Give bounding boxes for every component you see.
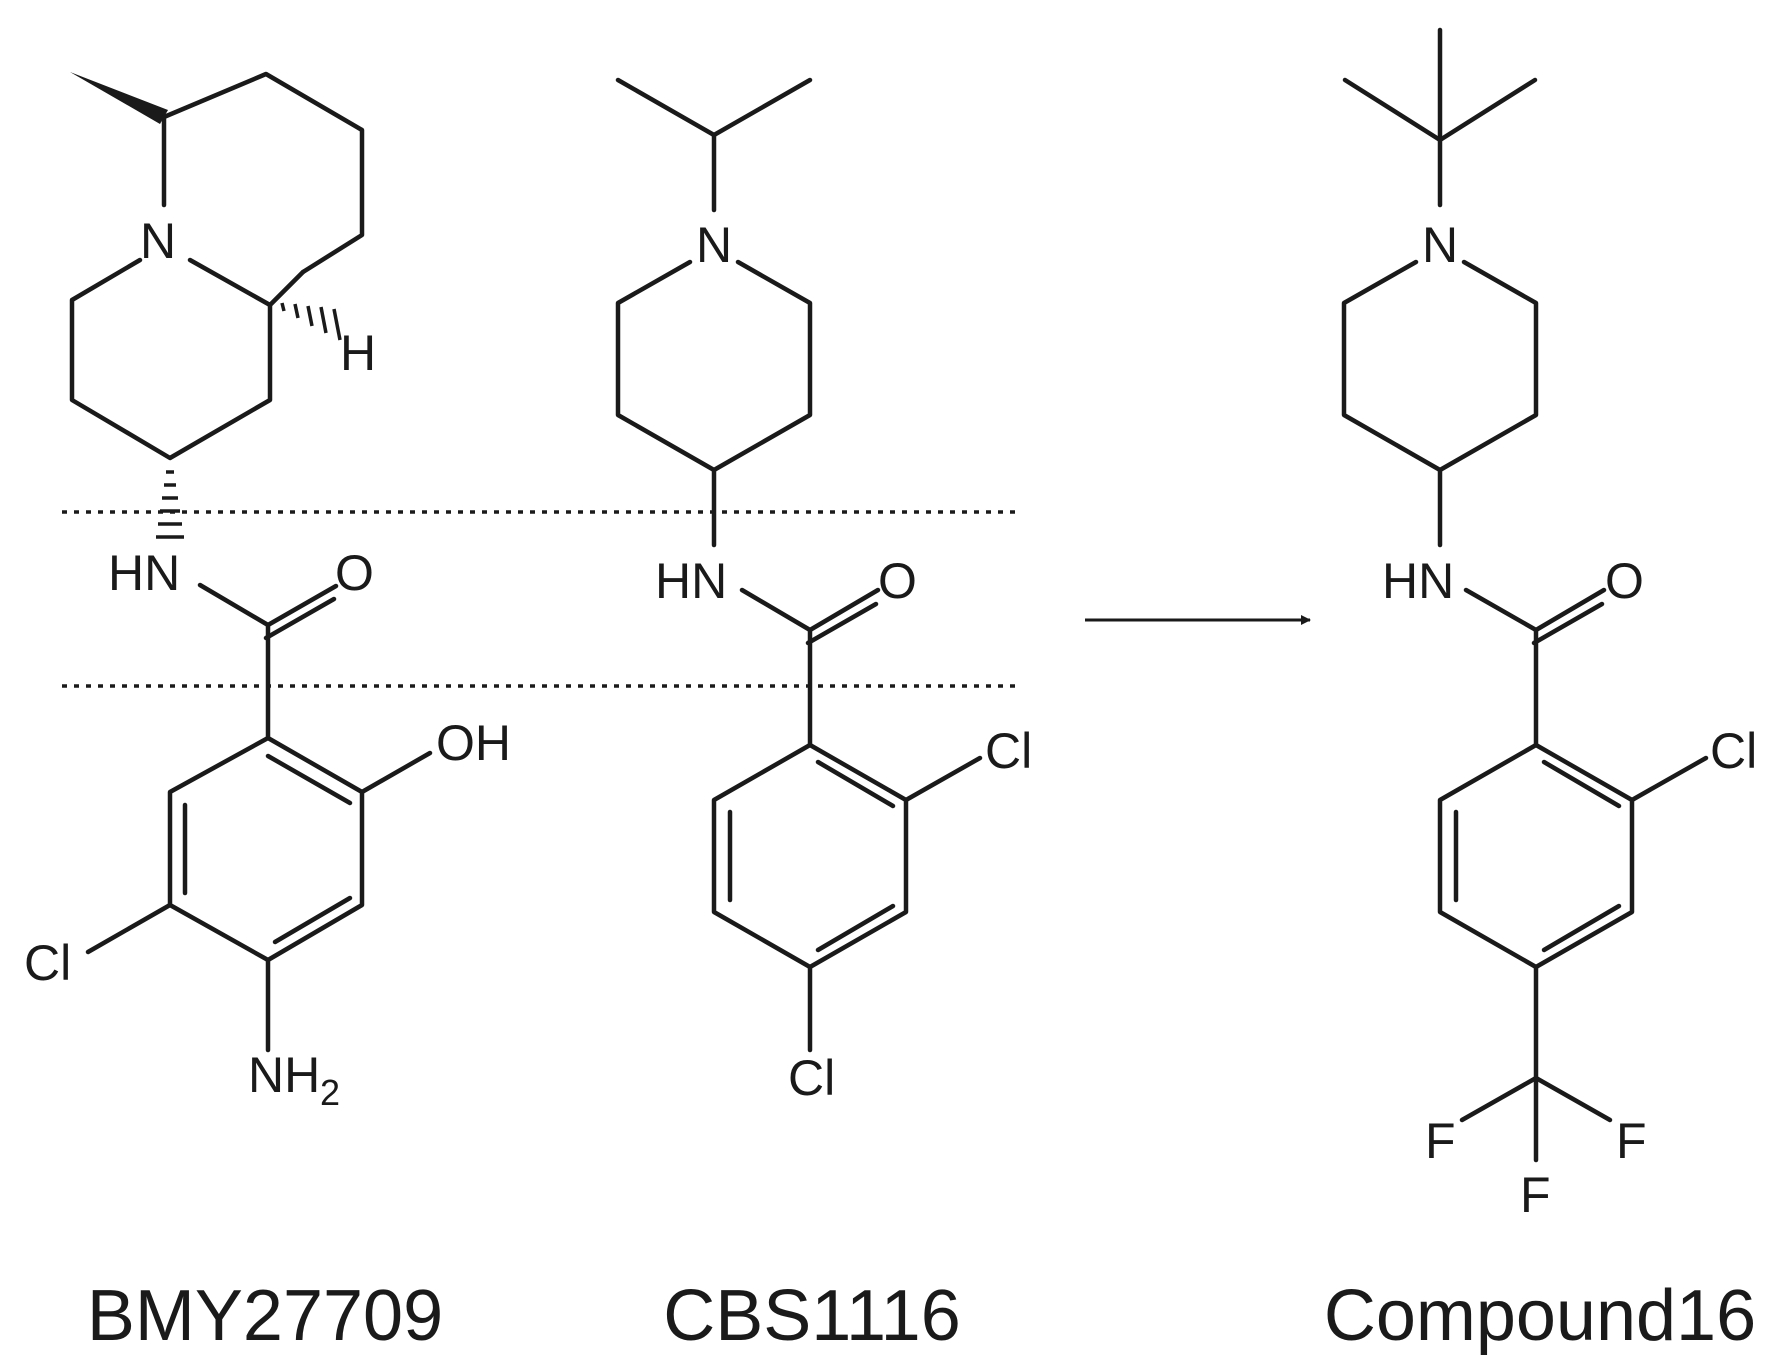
atom-oh: OH (436, 715, 511, 771)
hashed-bond-h (280, 302, 342, 341)
atom-n-ring: N (1422, 217, 1458, 273)
atom-cl: Cl (788, 1050, 835, 1106)
atom-f: F (1425, 1113, 1456, 1169)
atom-n-ring: N (696, 217, 732, 273)
atom-cl: Cl (985, 723, 1032, 779)
compound-name-bmy27709: BMY27709 (87, 1276, 443, 1356)
hashed-bond-nh (156, 470, 184, 539)
compound-name-cbs1116: CBS1116 (663, 1276, 961, 1356)
wedge-bond-methyl (70, 72, 168, 124)
atom-nh2-subscript: 2 (320, 1072, 340, 1113)
molecule-cbs1116: N HN O Cl Cl (615, 77, 1032, 1106)
atom-o: O (1605, 553, 1644, 609)
atom-n-ring: N (140, 213, 176, 269)
molecule-bmy27709: N H HN O OH Cl NH 2 (24, 71, 511, 1113)
atom-o: O (878, 553, 917, 609)
atom-hn: HN (655, 553, 727, 609)
atom-f: F (1520, 1167, 1551, 1223)
atom-f: F (1616, 1113, 1647, 1169)
atom-hn: HN (108, 545, 180, 601)
atom-cl: Cl (1710, 723, 1757, 779)
atom-nh2: NH (248, 1047, 320, 1103)
atom-cl: Cl (24, 935, 71, 991)
compound-name-compound16: Compound16 (1324, 1276, 1756, 1356)
atom-o: O (335, 545, 374, 601)
atom-h: H (340, 325, 376, 381)
atom-hn: HN (1382, 553, 1454, 609)
molecule-compound16: N HN O Cl F F F (1341, 27, 1757, 1223)
